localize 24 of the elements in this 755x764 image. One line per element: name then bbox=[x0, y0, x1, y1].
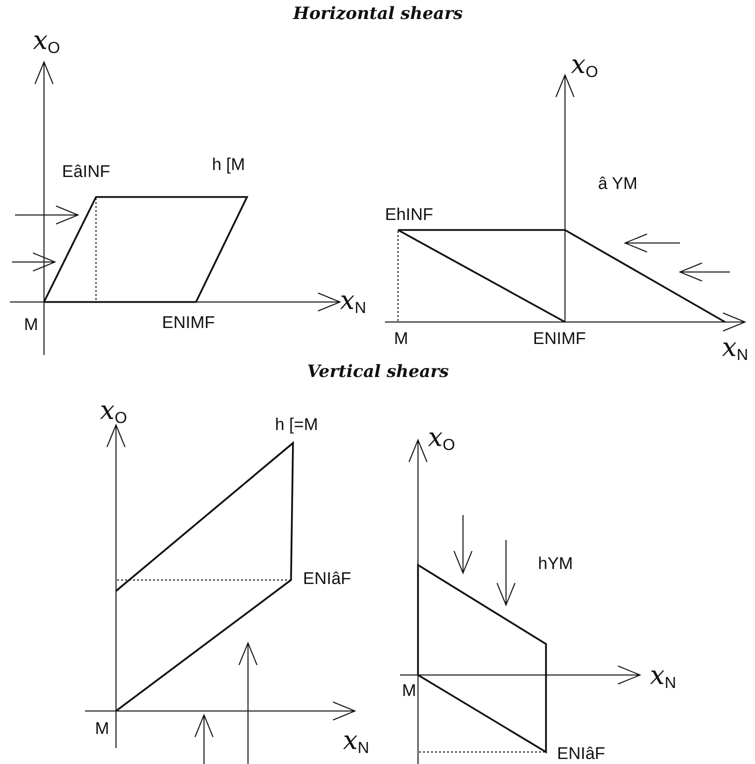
point-label: â YM bbox=[598, 175, 638, 192]
axis-label: x$_{O}$ bbox=[428, 425, 456, 454]
point-label: EâINF bbox=[62, 163, 110, 180]
axis-label: x$_{N}$ bbox=[340, 288, 366, 317]
axis-label: x$_{O}$ bbox=[571, 52, 598, 81]
point-label: ENIMF bbox=[533, 330, 586, 347]
point-label: h [=M bbox=[275, 416, 318, 433]
point-label: ENIâF bbox=[303, 570, 352, 587]
point-label: hYM bbox=[538, 555, 573, 572]
point-label: EhINF bbox=[385, 206, 434, 223]
point-label: M bbox=[394, 330, 408, 347]
point-label: h [M bbox=[212, 156, 246, 173]
axis-label: x$_{O}$ bbox=[33, 28, 60, 57]
point-label: M bbox=[95, 720, 110, 737]
panel-heading: Vertical shears bbox=[307, 364, 449, 381]
panel-heading: Horizontal shears bbox=[293, 6, 463, 23]
point-label: M bbox=[24, 316, 38, 333]
point-label: ENIâF bbox=[557, 745, 606, 762]
point-label: ENIMF bbox=[162, 314, 215, 331]
point-label: M bbox=[402, 682, 416, 699]
axis-label: x$_{N}$ bbox=[650, 663, 676, 692]
axis-label: x$_{N}$ bbox=[722, 335, 748, 364]
axis-label: x$_{O}$ bbox=[100, 398, 128, 427]
axis-label: x$_{N}$ bbox=[343, 728, 370, 757]
